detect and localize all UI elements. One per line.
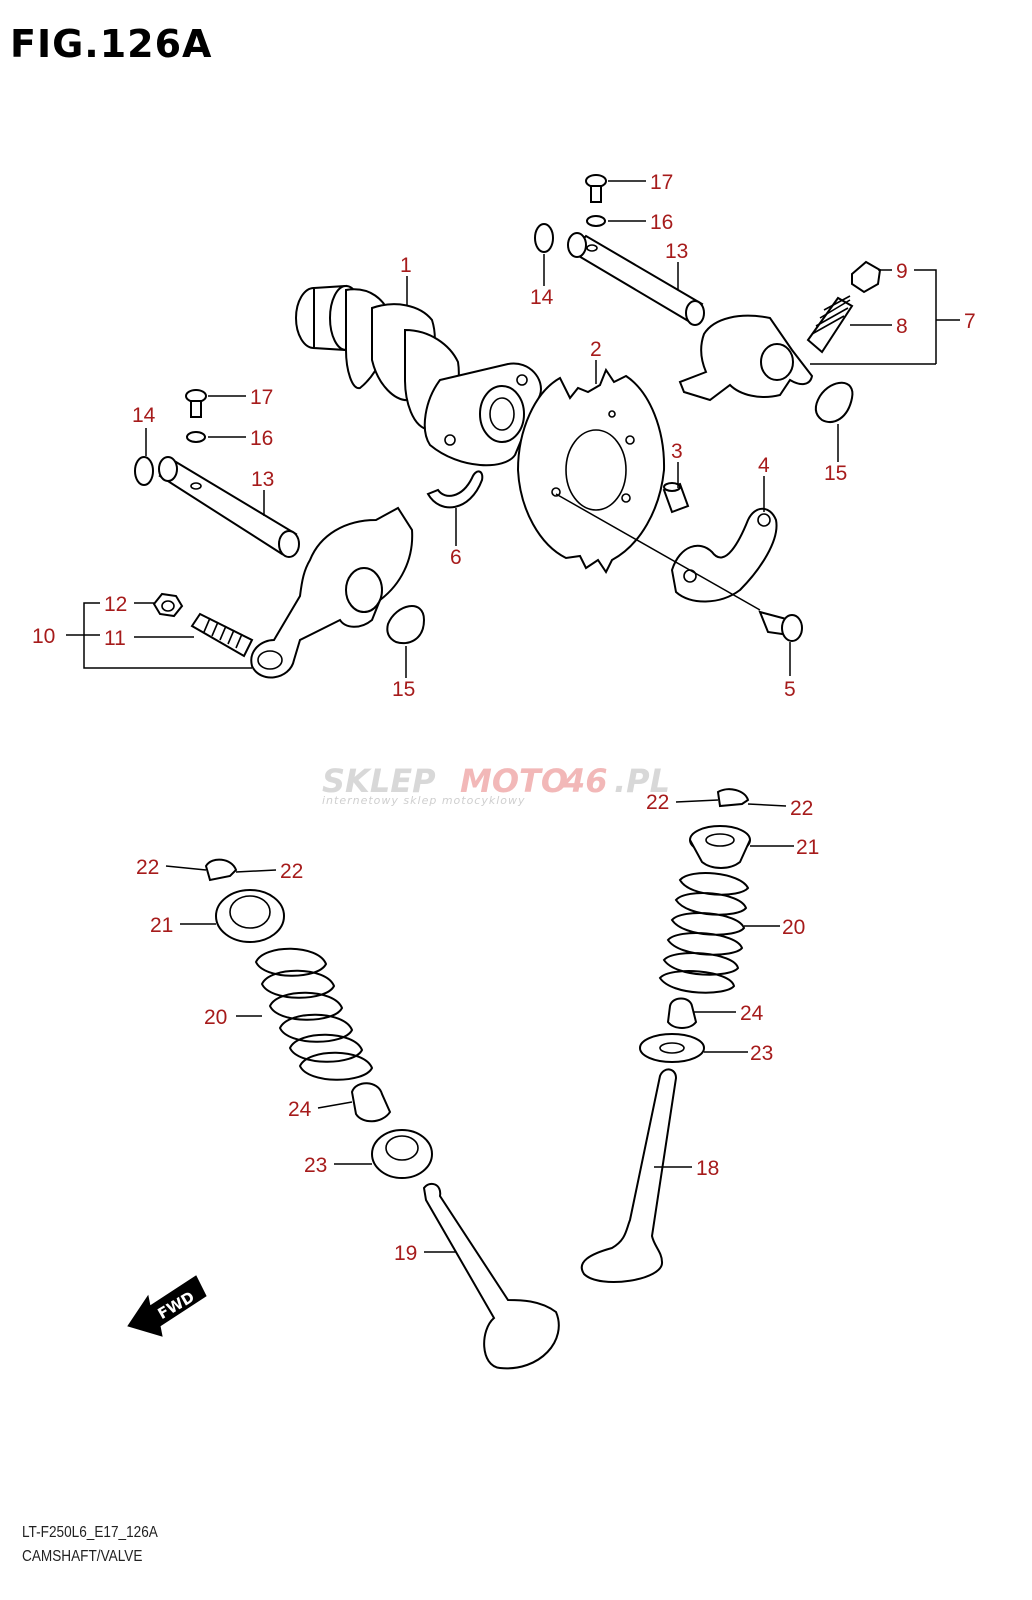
o-ring-right-part [814, 381, 854, 423]
callout-14-lower: 14 [132, 404, 156, 427]
watermark-brand-d: .PL [614, 762, 670, 800]
callout-5: 5 [784, 678, 796, 701]
callout-13-lower: 13 [251, 468, 274, 491]
callout-9: 9 [896, 260, 908, 283]
spring-seat-right-part [639, 1033, 705, 1063]
valve-stem-seal-left-part [350, 1082, 392, 1123]
callout-21-left: 21 [150, 914, 173, 937]
callout-12: 12 [104, 593, 127, 616]
valve-spring-left-part [254, 947, 374, 1081]
rocker-shaft-upper-part [567, 232, 705, 326]
cam-sprocket-part [516, 367, 666, 574]
callout-17-lower: 17 [250, 386, 273, 409]
cam-clip-part [426, 470, 484, 509]
watermark-brand-a: SKLEP [322, 762, 436, 800]
figure-code: LT-F250L6_E17_126A [22, 1524, 158, 1541]
callout-20-right: 20 [782, 916, 805, 939]
leader-lines [66, 180, 960, 1253]
callout-21-right: 21 [796, 836, 819, 859]
callouts: 1 2 3 4 5 6 7 8 9 10 11 12 13 13 14 14 1… [32, 171, 976, 1265]
valve-stem-seal-right-part [666, 997, 698, 1029]
washer-left-part [186, 431, 206, 443]
valve-spring-right-part [658, 872, 750, 994]
rocker-shaft-left-part [158, 456, 300, 558]
callout-17-upper: 17 [650, 171, 673, 194]
watermark-tagline: internetowy sklep motocyklowy [322, 794, 526, 807]
callout-7: 7 [964, 310, 976, 333]
exhaust-valve-part [580, 1068, 678, 1284]
watermark-brand-b: MOTO [460, 762, 568, 800]
callout-20-left: 20 [204, 1006, 227, 1029]
callout-16-lower: 16 [250, 427, 273, 450]
callout-22-left-b: 22 [280, 860, 303, 883]
watermark: SKLEP MOTO 46 .PL internetowy sklep moto… [322, 762, 670, 807]
figure-title: FIG.126A [10, 22, 213, 66]
lock-nut-left-part [152, 592, 184, 618]
callout-22-right-a: 22 [646, 791, 669, 814]
sprocket-plate-part [670, 507, 778, 603]
bolt-left-part [185, 389, 207, 418]
valve-cotter-left-part [204, 858, 238, 882]
bolt-upper-part [585, 174, 607, 203]
callout-22-right-b: 22 [790, 797, 813, 820]
adjuster-screw-left-part [190, 612, 254, 658]
callout-4: 4 [758, 454, 770, 477]
valve-cotter-right-part [716, 788, 750, 808]
camshaft-part [295, 284, 542, 467]
fwd-arrow-icon: FWD [127, 1275, 207, 1337]
rocker-arm-left-part [250, 506, 414, 679]
dowel-pin-part [662, 482, 690, 514]
callout-15-left: 15 [392, 678, 415, 701]
callout-6: 6 [450, 546, 462, 569]
washer-upper-part [586, 215, 606, 227]
spring-retainer-right-part [689, 825, 751, 869]
callout-8: 8 [896, 315, 908, 338]
figure-name: CAMSHAFT/VALVE [22, 1548, 143, 1565]
callout-15-right: 15 [824, 462, 847, 485]
spring-seat-left-part [371, 1129, 433, 1179]
callout-1: 1 [400, 254, 412, 277]
callout-24-right: 24 [740, 1002, 764, 1025]
callout-13-upper: 13 [665, 240, 688, 263]
callout-2: 2 [590, 338, 602, 361]
o-ring-upper-part [534, 223, 554, 253]
callout-19: 19 [394, 1242, 417, 1265]
callout-10: 10 [32, 625, 55, 648]
spring-retainer-left-part [215, 889, 285, 943]
intake-valve-part [422, 1182, 560, 1370]
callout-14-upper: 14 [530, 286, 554, 309]
callout-22-left-a: 22 [136, 856, 159, 879]
lock-nut-right-part [851, 260, 882, 294]
callout-3: 3 [671, 440, 683, 463]
callout-24-left: 24 [288, 1098, 312, 1121]
rocker-arm-right-part [678, 314, 814, 402]
callout-23-left: 23 [304, 1154, 327, 1177]
callout-23-right: 23 [750, 1042, 773, 1065]
callout-11: 11 [104, 627, 126, 650]
watermark-brand-c: 46 [562, 762, 608, 800]
callout-18: 18 [696, 1157, 719, 1180]
o-ring-left-lower-part [386, 605, 426, 645]
adjuster-screw-right-part [806, 295, 854, 354]
o-ring-left-part [134, 456, 154, 486]
callout-16-upper: 16 [650, 211, 673, 234]
sprocket-bolt-part [555, 493, 803, 642]
